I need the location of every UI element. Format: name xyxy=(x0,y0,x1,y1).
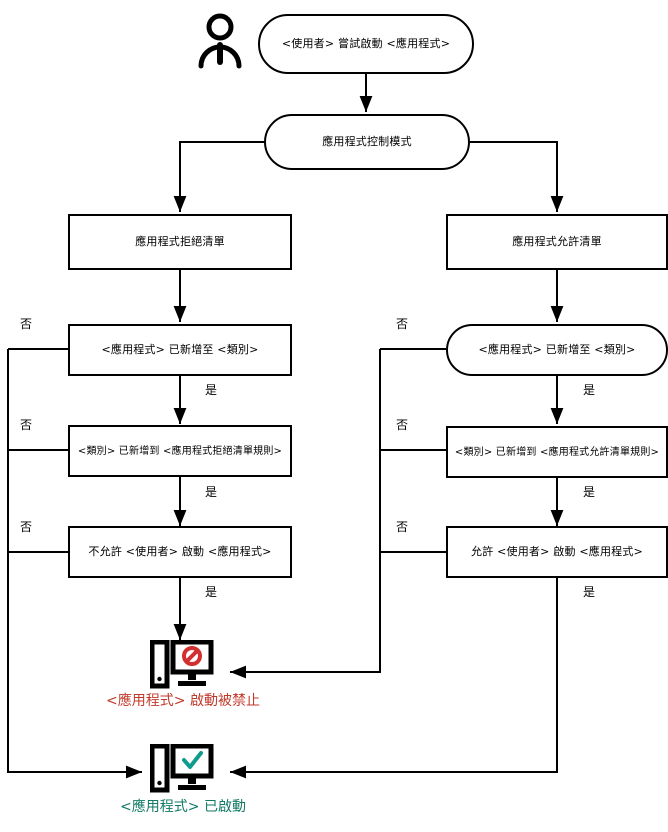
node-deny-app-added-category: <應用程式> 已新增至 <類別> xyxy=(68,324,292,376)
edge-label-right-no-2: 否 xyxy=(396,418,409,432)
node-allow-launch-label: 允許 <使用者> 啟動 <應用程式> xyxy=(471,544,643,558)
blocked-result-caption: <應用程式> 啟動被禁止 xyxy=(106,693,260,709)
node-allow-category-rule-label: <類別> 已新增到 <應用程式允許清單規則> xyxy=(454,446,660,458)
monitor-blocked-icon xyxy=(149,639,214,696)
node-control-mode-label: 應用程式控制模式 xyxy=(322,134,412,148)
edge-label-right-yes-3: 是 xyxy=(583,585,596,599)
node-allow-app-added-category: <應用程式> 已新增至 <類別> xyxy=(446,324,668,376)
node-deny-list-label: 應用程式拒絕清單 xyxy=(135,234,225,248)
node-allow-launch: 允許 <使用者> 啟動 <應用程式> xyxy=(446,526,668,578)
user-actor-icon xyxy=(198,13,242,69)
node-allow-app-added-category-label: <應用程式> 已新增至 <類別> xyxy=(478,342,636,356)
edge-label-left-yes-1: 是 xyxy=(205,383,218,397)
edge-label-left-yes-2: 是 xyxy=(205,485,218,499)
node-start: <使用者> 嘗試啟動 <應用程式> xyxy=(258,14,474,74)
node-deny-launch-label: 不允許 <使用者> 啟動 <應用程式> xyxy=(88,544,272,558)
node-deny-category-rule-label: <類別> 已新增到 <應用程式拒絕清單規則> xyxy=(77,445,283,457)
node-deny-list: 應用程式拒絕清單 xyxy=(68,214,292,270)
edge-label-left-no-1: 否 xyxy=(20,317,33,331)
edge-label-left-no-3: 否 xyxy=(20,520,33,534)
edge-label-right-yes-1: 是 xyxy=(583,383,596,397)
edge-label-left-yes-3: 是 xyxy=(205,585,218,599)
monitor-allowed-icon xyxy=(149,743,214,800)
node-allow-list: 應用程式允許清單 xyxy=(446,214,668,270)
edge-label-right-no-1: 否 xyxy=(396,317,409,331)
edge-label-left-no-2: 否 xyxy=(20,418,33,432)
node-start-label: <使用者> 嘗試啟動 <應用程式> xyxy=(281,36,451,50)
edge-label-right-yes-2: 是 xyxy=(583,485,596,499)
node-deny-app-added-category-label: <應用程式> 已新增至 <類別> xyxy=(101,342,259,356)
node-allow-category-rule: <類別> 已新增到 <應用程式允許清單規則> xyxy=(446,426,668,478)
node-control-mode: 應用程式控制模式 xyxy=(264,114,470,170)
allowed-result-caption: <應用程式> 已啟動 xyxy=(120,799,246,815)
node-allow-list-label: 應用程式允許清單 xyxy=(512,234,602,248)
node-deny-category-rule: <類別> 已新增到 <應用程式拒絕清單規則> xyxy=(68,425,292,477)
edge-label-right-no-3: 否 xyxy=(396,520,409,534)
node-deny-launch: 不允許 <使用者> 啟動 <應用程式> xyxy=(68,526,292,578)
